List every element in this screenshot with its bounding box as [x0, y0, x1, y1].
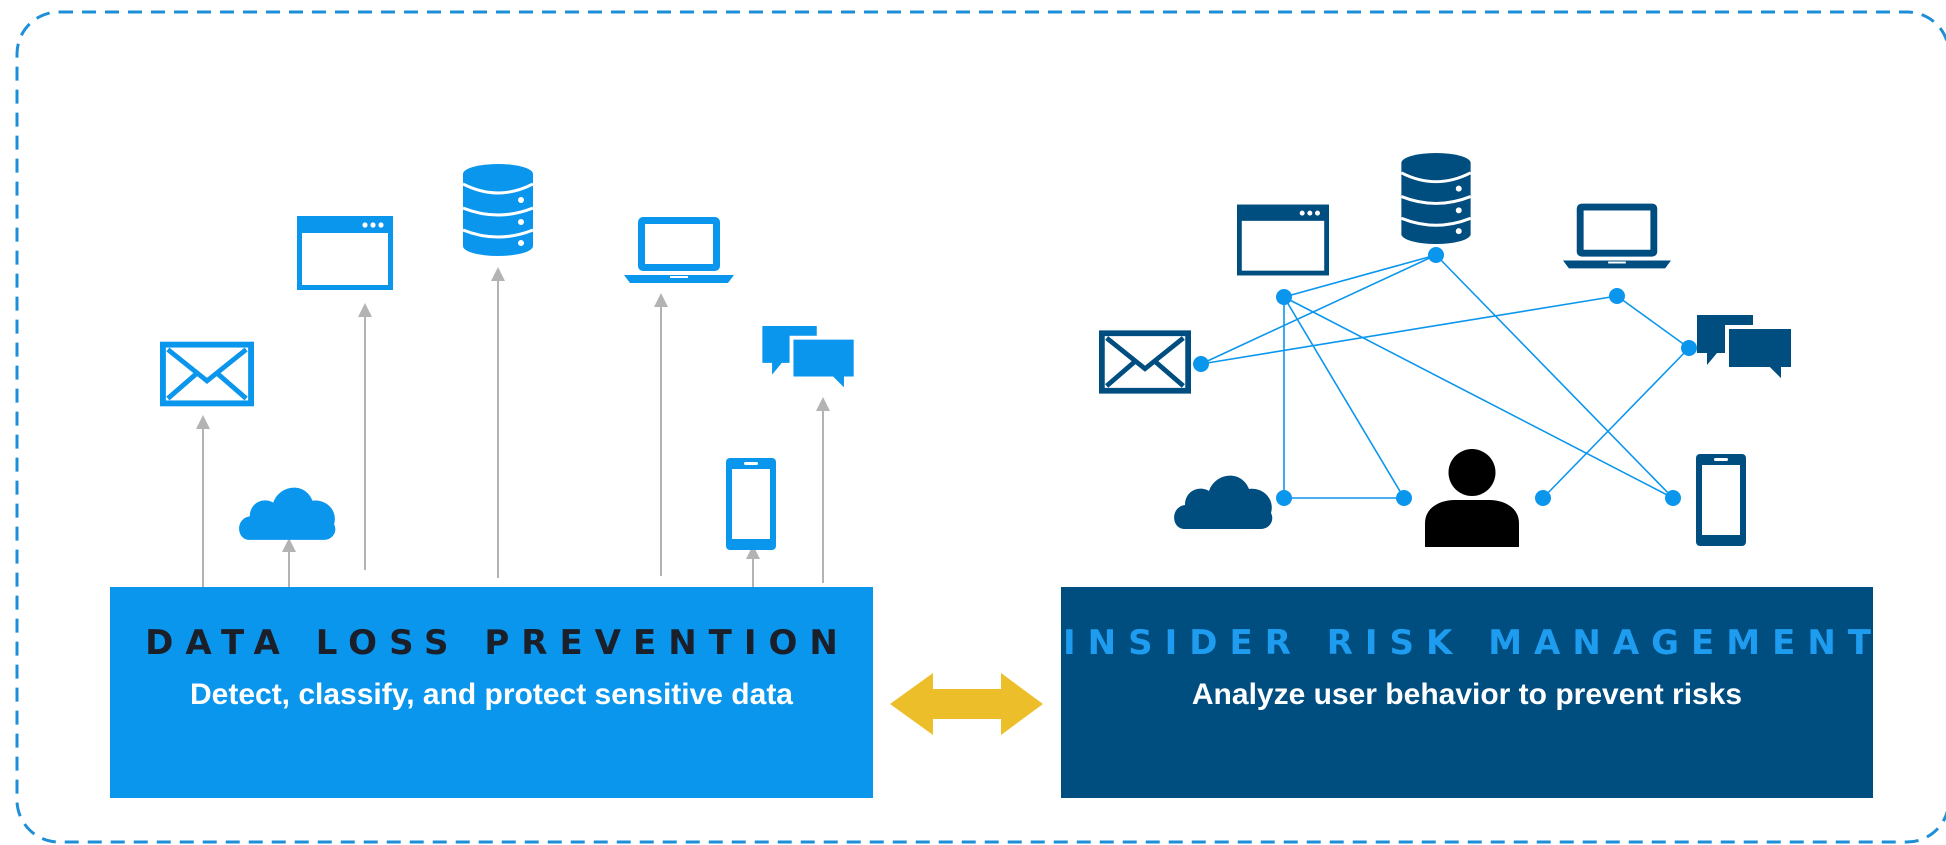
dlp-subtitle: Detect, classify, and protect sensitive … [189, 678, 793, 711]
dlp-icon-group [160, 164, 856, 592]
bidirectional-arrow [890, 673, 1043, 735]
database-icon [1401, 153, 1471, 244]
dlp-upload-arrows [196, 267, 830, 592]
database-icon [463, 164, 533, 256]
irm-network-lines [1200, 254, 1690, 499]
irm-icon-group [1099, 153, 1793, 547]
irm-network-nodes [1193, 247, 1697, 506]
irm-subtitle: Analyze user behavior to prevent risks [1191, 678, 1743, 711]
cloud-icon [1174, 475, 1273, 529]
email-icon [160, 342, 254, 407]
browser-window-icon [1237, 204, 1329, 276]
cloud-icon [239, 487, 336, 540]
email-icon [1099, 330, 1191, 393]
irm-title: INSIDER RISK MANAGEMENT [1063, 623, 1883, 663]
laptop-icon [624, 217, 734, 283]
dlp-panel: DATA LOSS PREVENTION Detect, classify, a… [110, 587, 873, 798]
browser-window-icon [297, 216, 393, 290]
chat-bubbles-icon [762, 326, 856, 394]
dashed-border [15, 10, 1946, 844]
dlp-title: DATA LOSS PREVENTION [145, 623, 850, 663]
laptop-icon [1563, 203, 1671, 269]
user-icon [1425, 449, 1519, 547]
chat-bubbles-icon [1697, 315, 1793, 385]
mobile-phone-icon [1696, 454, 1746, 546]
irm-panel: INSIDER RISK MANAGEMENT Analyze user beh… [1061, 587, 1873, 798]
mobile-phone-icon [726, 458, 776, 550]
